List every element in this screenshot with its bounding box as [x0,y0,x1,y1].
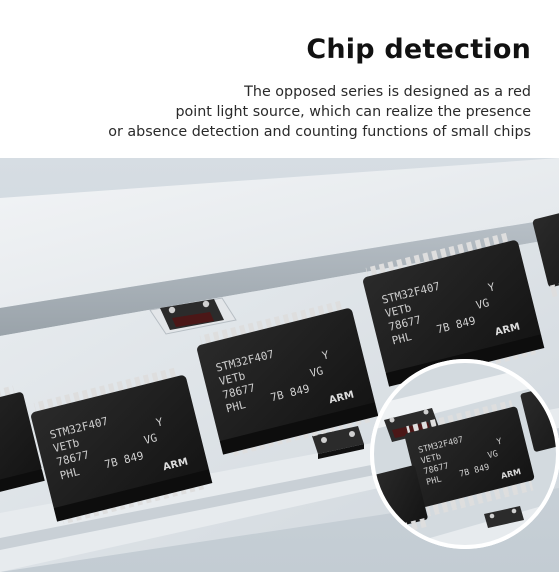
chip-3-line-2: VETb [218,369,247,388]
chip-4-line-4: PHL [391,330,414,348]
chip-3-line-4: PHL [225,398,248,416]
zoom-chip-line-4: PHL [425,474,442,487]
description-line-2: point light source, which can realize th… [175,104,531,120]
sensor-receiver [312,426,364,459]
back-rail-side [0,218,559,336]
description-line-3: or absence detection and counting functi… [108,124,531,140]
chip-4-line-2: VETb [384,301,413,320]
chip-4-tag-2: VG [475,296,491,312]
zoom-chip-tag-2: VG [487,449,499,461]
zoom-inset: STM32F407 VETb 78677 PHL Y VG 7B 849 ARM [370,359,559,549]
chip-2-line-4: PHL [59,465,82,483]
chip-detection-illustration: STM32F407 VETb 78677 PHL Y VG 7B 849 ARM… [0,158,559,572]
zoom-chip-line-2: VETb [420,452,442,467]
chip-2-tag-2: VG [143,431,159,447]
zoom-chip-tag-1: Y [496,437,503,448]
chip-5-partial [532,201,559,298]
chip-2-line-2: VETb [52,436,81,455]
chip-3: STM32F407 VETb 78677 PHL Y VG 7B 849 ARM [197,300,379,458]
description: The opposed series is designed as a red … [51,82,531,142]
header: Chip detection The opposed series is des… [0,0,559,160]
description-line-1: The opposed series is designed as a red [244,84,531,100]
chip-3-tag-1: Y [321,348,331,362]
page-title: Chip detection [306,34,531,65]
chip-2-tag-1: Y [155,415,165,429]
chip-1 [0,385,45,510]
sensor-emitter [149,297,237,335]
back-rail-top [0,158,559,308]
chip-2: STM32F407 VETb 78677 PHL Y VG 7B 849 ARM [31,367,213,525]
chip-3-tag-2: VG [309,364,325,380]
chip-4-tag-1: Y [487,280,497,294]
